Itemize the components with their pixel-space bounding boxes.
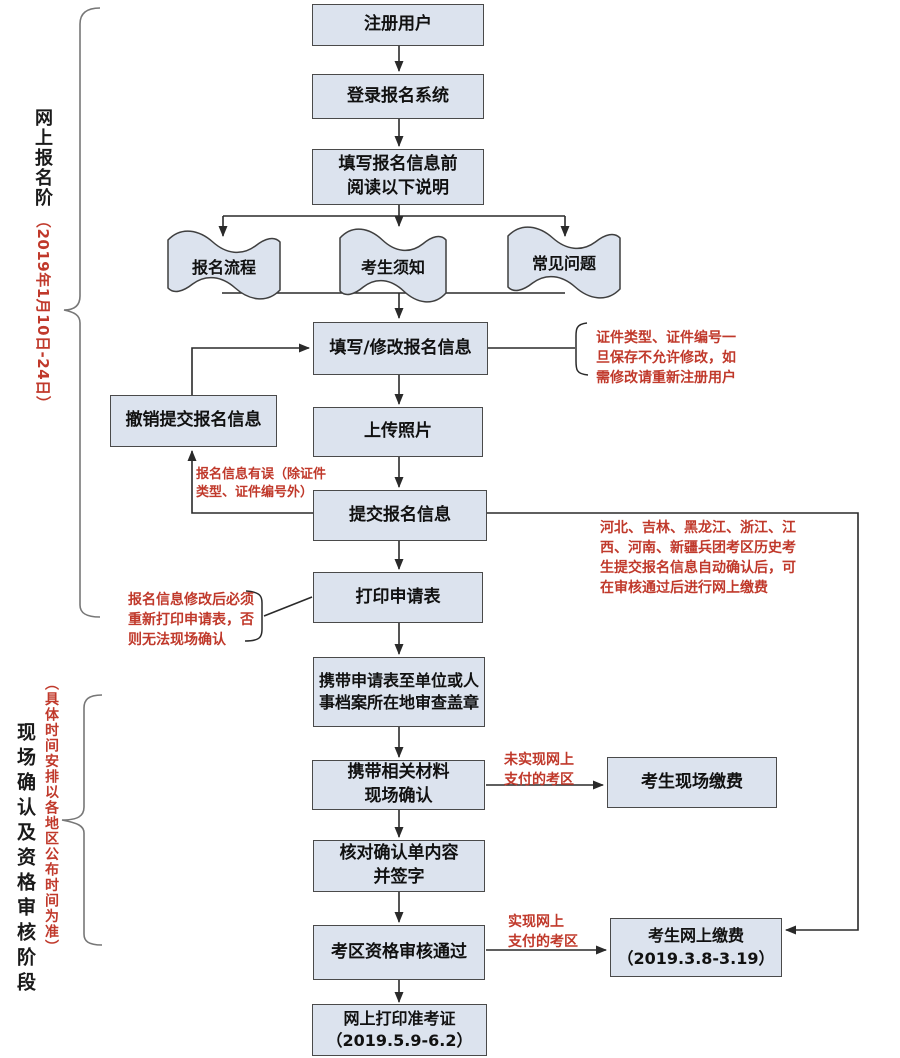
note-cert-rule: 证件类型、证件编号一 旦保存不允许修改，如 需修改请重新注册用户 — [596, 330, 736, 386]
doc-registration-flow: 报名流程 — [191, 258, 256, 277]
node-register-user: 注册用户 — [312, 4, 484, 46]
note-reprint: 报名信息修改后必须 重新打印申请表，否 则无法现场确认 — [128, 592, 254, 648]
node-qualification-pass: 考区资格审核通过 — [313, 925, 485, 980]
doc-faq: 常见问题 — [531, 254, 596, 273]
node-submit-info: 提交报名信息 — [313, 490, 487, 541]
stage-online-label: 网上报名阶 — [32, 108, 53, 208]
note-auto-confirm: 河北、吉林、黑龙江、浙江、江 西、河南、新疆兵团考区历史考 生提交报名信息自动确… — [600, 520, 796, 596]
note-info-error: 报名信息有误（除证件 类型、证件编号外） — [196, 467, 327, 501]
node-onsite-confirm: 携带相关材料 现场确认 — [312, 760, 485, 810]
stage-brace-online — [63, 7, 101, 618]
stage-brace-onsite — [61, 694, 103, 946]
node-onsite-pay: 考生现场缴费 — [607, 757, 777, 808]
note-pay-offline: 未实现网上 支付的考区 — [504, 752, 574, 788]
node-check-sign: 核对确认单内容 并签字 — [313, 840, 485, 892]
node-print-form: 打印申请表 — [313, 572, 483, 623]
stage-onsite-note: （具体时间安排以各地区公布时间为准） — [43, 676, 59, 955]
document-shapes — [167, 226, 621, 303]
node-stamp-review: 携带申请表至单位或人 事档案所在地审查盖章 — [313, 657, 485, 727]
node-cancel-submit: 撤销提交报名信息 — [110, 395, 277, 447]
stage-online-dates: （2019年1月10日-24日） — [34, 213, 52, 412]
node-upload-photo: 上传照片 — [313, 407, 483, 457]
stage-onsite-label: 现场确认及资格审核阶段 — [14, 722, 36, 997]
note-pay-online: 实现网上 支付的考区 — [508, 914, 578, 950]
node-print-ticket: 网上打印准考证 （2019.5.9-6.2） — [312, 1004, 487, 1056]
node-online-pay: 考生网上缴费 （2019.3.8-3.19） — [610, 918, 782, 977]
node-login-system: 登录报名系统 — [312, 74, 484, 119]
doc-candidate-notice: 考生须知 — [360, 258, 425, 277]
annotation-brackets — [244, 322, 589, 642]
node-read-notice: 填写报名信息前 阅读以下说明 — [312, 149, 484, 205]
node-fill-modify-info: 填写/修改报名信息 — [313, 322, 488, 375]
flow-arrows — [187, 46, 859, 1003]
